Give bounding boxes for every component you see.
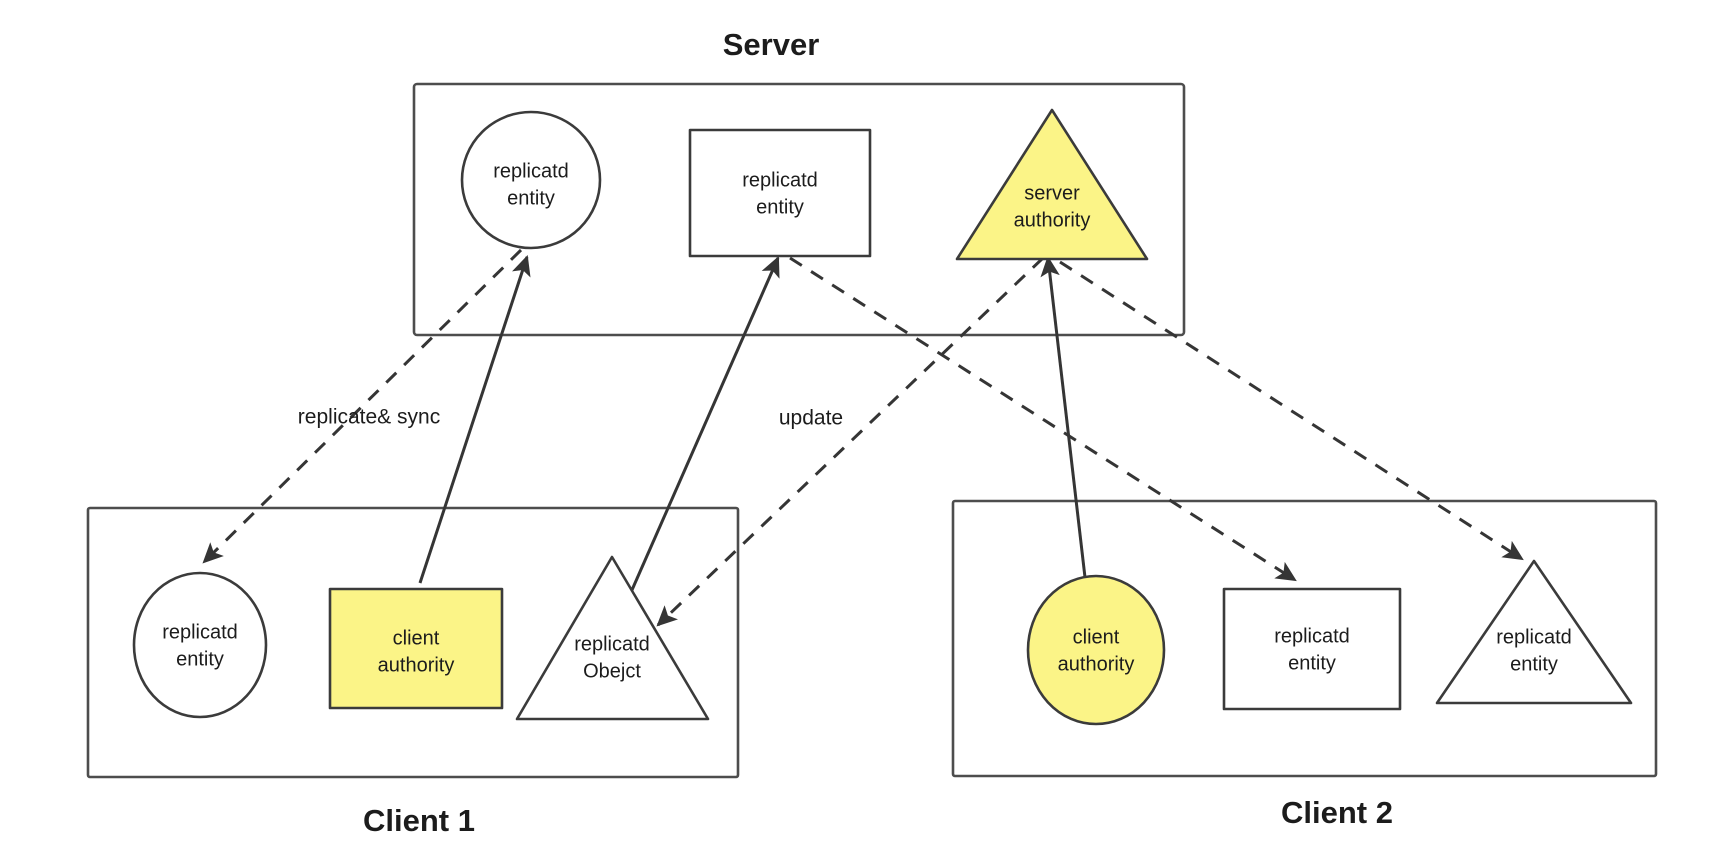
client2-group-title: Client 2: [1281, 795, 1393, 830]
edge-replicate-and-sync-label: replicate& sync: [298, 406, 440, 429]
server-node-server-authority-triangle[interactable]: server authority: [955, 108, 1149, 261]
rect-shape: [328, 587, 504, 710]
client2-node-replicated-entity-rect[interactable]: replicatd entity: [1222, 587, 1402, 711]
edge-server-authority-to-client2-entity: [1059, 260, 1524, 561]
triangle-shape: [515, 555, 710, 721]
ellipse-shape: [132, 571, 268, 719]
node-label-line1: replicatd: [1496, 626, 1572, 648]
edge-client2-authority-to-server-authority: [1040, 255, 1088, 587]
ellipse-shape: [1026, 574, 1166, 726]
edge-client1-authority-to-server-entity: [418, 254, 531, 584]
node-label-line2: authority: [1058, 653, 1135, 675]
server-node-replicated-entity-rect[interactable]: replicatd entity: [688, 128, 872, 258]
node-label-line1: client: [393, 627, 440, 649]
ellipse-shape: [460, 110, 602, 250]
triangle-shape: [1435, 559, 1633, 705]
node-label-line1: replicatd: [493, 160, 569, 182]
node-label-line2: Obejct: [583, 660, 641, 682]
node-label-line2: authority: [378, 654, 455, 676]
rect-shape: [688, 128, 872, 258]
node-label-line2: entity: [1510, 653, 1558, 675]
node-label-line1: replicatd: [162, 621, 238, 643]
node-label-line1: replicatd: [742, 169, 818, 191]
node-label-line2: entity: [176, 648, 224, 670]
edge-server-authority-to-client1-object: [656, 256, 1045, 627]
client2-node-replicated-entity-triangle[interactable]: replicatd entity: [1435, 559, 1633, 705]
triangle-shape: [955, 108, 1149, 261]
node-label-line1: replicatd: [574, 633, 650, 655]
edge-update-line: [608, 256, 780, 641]
edge-update-label: update: [779, 407, 843, 430]
node-label-line1: replicatd: [1274, 625, 1350, 647]
server-group-title: Server: [723, 27, 820, 62]
node-label-line2: entity: [756, 196, 804, 218]
server-node-replicated-entity-ellipse[interactable]: replicatd entity: [460, 110, 602, 250]
client1-node-client-authority-rect[interactable]: client authority: [328, 587, 504, 710]
client1-node-replicated-entity-ellipse[interactable]: replicatd entity: [132, 571, 268, 719]
node-label-line2: entity: [1288, 652, 1336, 674]
client1-node-replicated-object-triangle[interactable]: replicatd Obejct: [515, 555, 710, 721]
node-label-line2: authority: [1014, 209, 1091, 231]
node-label-line1: client: [1073, 626, 1120, 648]
node-label-line1: server: [1024, 182, 1080, 204]
rect-shape: [1222, 587, 1402, 711]
client2-node-client-authority-ellipse[interactable]: client authority: [1026, 574, 1166, 726]
client1-group-title: Client 1: [363, 803, 475, 838]
node-label-line2: entity: [507, 187, 555, 209]
